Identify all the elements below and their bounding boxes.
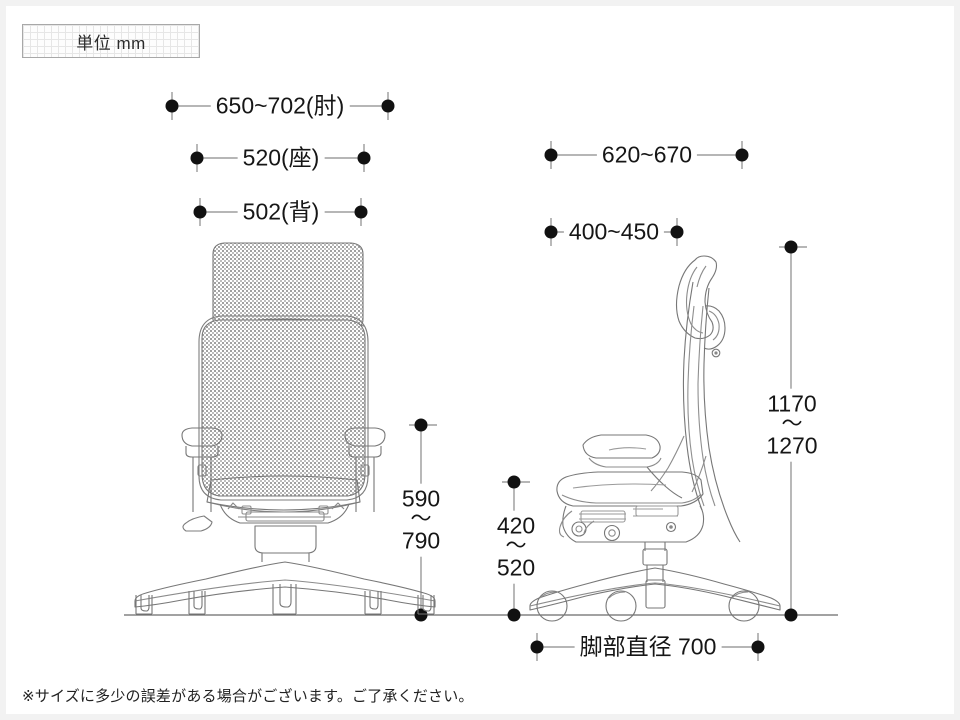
dim-text-seat-height: 420 〜 520 [494,510,538,584]
dim-text-seat-width: 520(座) [237,146,325,170]
chair-technical-drawing [124,92,838,661]
chair-side-view [529,255,781,622]
size-tolerance-note: ※サイズに多少の誤差がある場合がございます。ご了承ください。 [22,688,474,705]
dim-text-total-height: 1170 〜 1270 [764,388,820,462]
dim-value-top: 590 [401,485,441,512]
range-tilde: 〜 [505,535,527,559]
dim-text-overall-depth: 620~670 [596,143,698,167]
dim-value-top: 420 [496,512,536,539]
dim-value-bottom: 790 [401,527,441,554]
dim-value-top: 1170 [767,390,817,417]
dim-value-bottom: 520 [496,554,536,581]
chair-front-view [134,242,436,615]
drawing-canvas: 単位 mm [6,6,954,714]
range-tilde: 〜 [410,508,432,532]
dim-text-front-overall-height: 590 〜 790 [399,483,443,557]
dim-text-back-width: 502(背) [237,200,325,224]
unit-label-text: 単位 mm [76,33,146,53]
dim-text-armrest-width: 650~702(肘) [210,94,350,118]
unit-label-box: 単位 mm [22,24,200,58]
dim-text-seat-depth: 400~450 [563,220,665,244]
dimension-markers [165,99,798,654]
dim-value-bottom: 1270 [766,432,818,459]
range-tilde: 〜 [781,413,803,437]
dim-text-base-diameter: 脚部直径 700 [574,635,722,659]
